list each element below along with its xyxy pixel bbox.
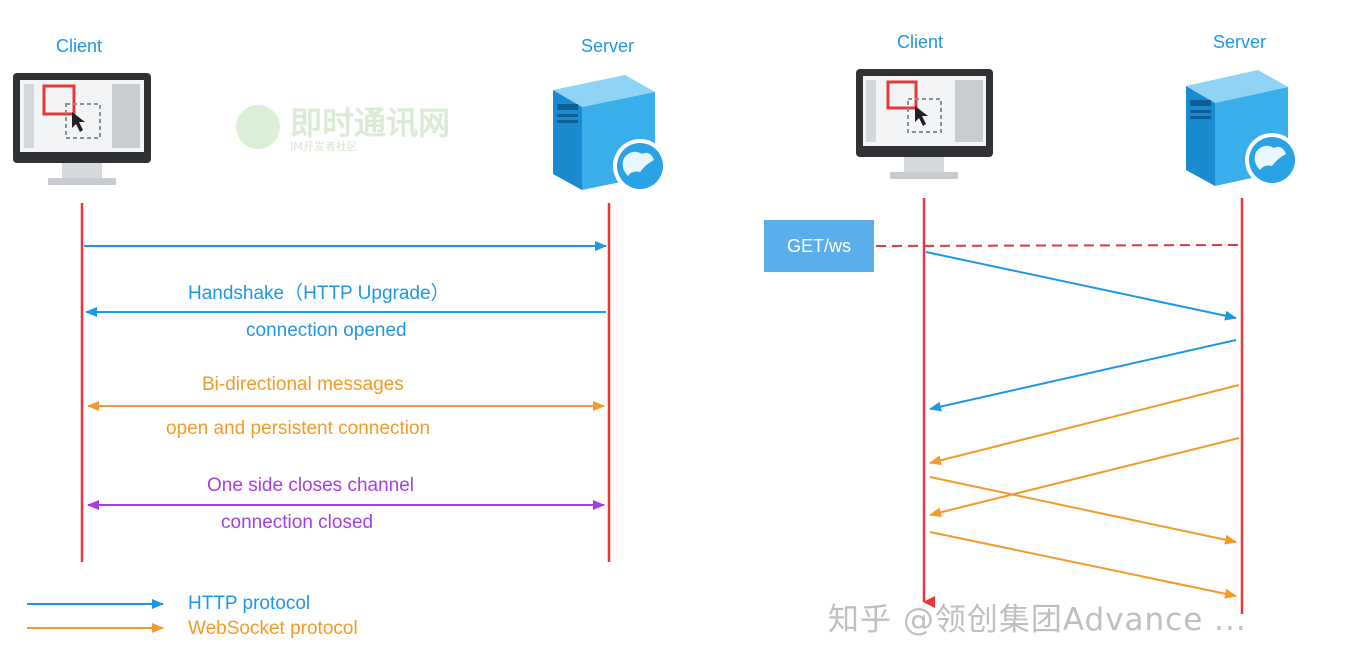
handshake-label: Handshake（HTTP Upgrade）: [188, 283, 450, 304]
persistent-connection-label: open and persistent connection: [166, 418, 431, 439]
connection-opened-label: connection opened: [246, 320, 407, 341]
ws-client-message-1: [929, 476, 1237, 545]
credit-watermark: 知乎 @领创集团Advance ...: [828, 602, 1247, 638]
ws-server-message-2: [929, 437, 1240, 518]
upgrade-response-arrow: [929, 339, 1237, 412]
ws-server-message-1: [929, 384, 1240, 466]
legend-websocket-label: WebSocket protocol: [188, 618, 358, 639]
watermark-logo-text: 即时通讯网: [290, 104, 451, 142]
ws-client-message-2: [929, 531, 1237, 599]
right-server-label: Server: [1213, 32, 1267, 52]
left-server-icon: [553, 75, 667, 193]
watermark-logo-icon: [236, 105, 280, 149]
right-client-label: Client: [897, 32, 944, 52]
left-client-monitor-icon: [13, 73, 151, 185]
legend-http-label: HTTP protocol: [188, 593, 311, 614]
get-request-dashed-line: [875, 244, 1241, 247]
right-client-monitor-icon: [856, 69, 993, 179]
upgrade-request-arrow: [925, 251, 1237, 321]
left-client-label: Client: [56, 36, 103, 56]
bidirectional-label: Bi-directional messages: [202, 374, 404, 395]
connection-closed-label: connection closed: [221, 512, 374, 533]
watermark-logo-subtext: IM开发者社区: [290, 140, 358, 153]
left-server-label: Server: [581, 36, 635, 56]
get-ws-request-box: GET/ws: [764, 220, 874, 272]
right-server-icon: [1186, 70, 1299, 187]
close-channel-label: One side closes channel: [207, 475, 415, 496]
